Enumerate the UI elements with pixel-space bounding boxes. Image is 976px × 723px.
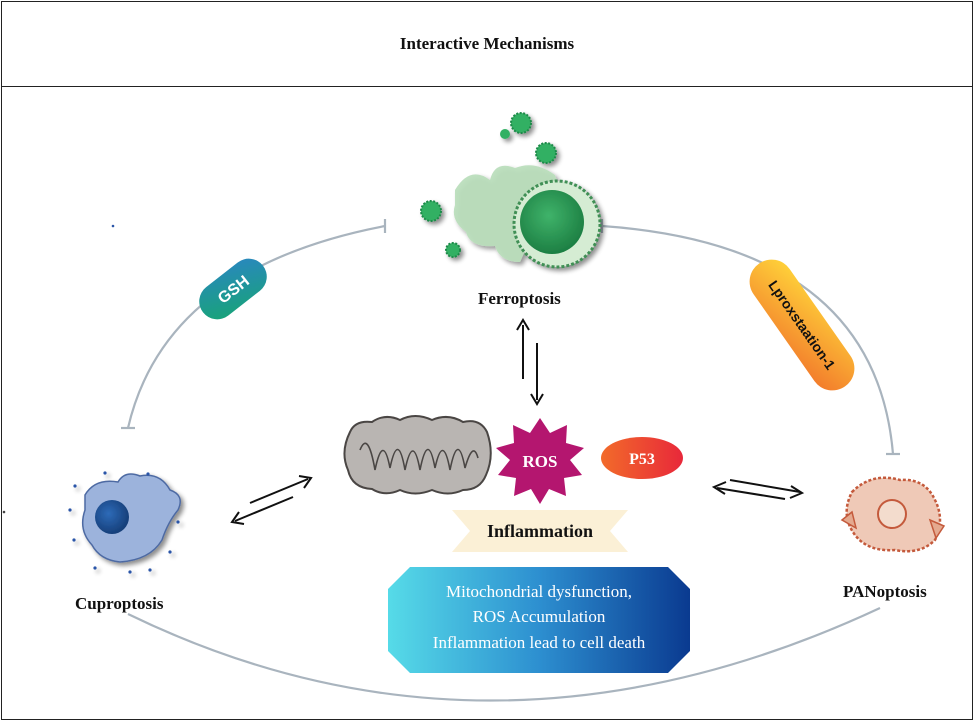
cuproptosis-label: Cuproptosis [75, 594, 164, 613]
arrow-panoptosis-to-p53 [716, 487, 786, 500]
decorative-dot [2, 510, 6, 514]
p53-badge: P53 [601, 437, 683, 479]
ros-label: ROS [523, 452, 558, 471]
summary-box: Mitochondrial dysfunction, ROS Accumulat… [388, 567, 690, 673]
summary-line-3: Inflammation lead to cell death [433, 633, 646, 652]
summary-line-2: ROS Accumulation [473, 607, 606, 626]
cuproptosis-cell-icon [68, 471, 181, 574]
arc-cuproptosis-panoptosis [127, 607, 881, 702]
summary-line-1: Mitochondrial dysfunction, [446, 582, 632, 601]
arrow-p53-to-panoptosis [729, 479, 801, 493]
inflammation-label: Inflammation [487, 521, 593, 541]
p53-label: P53 [629, 451, 655, 468]
panoptosis-label: PANoptosis [843, 582, 927, 601]
mitochondrion-icon [343, 415, 492, 495]
arc-ferroptosis-panoptosis [601, 224, 895, 455]
title-bar: Interactive Mechanisms [1, 1, 973, 87]
figure-title: Interactive Mechanisms [399, 33, 575, 53]
decorative-dot [111, 224, 115, 228]
gsh-pill: GSH [199, 258, 267, 320]
arrow-cuproptosis-to-mito [249, 478, 309, 504]
ferroptosis-label: Ferroptosis [478, 289, 561, 308]
arrow-mito-to-cuproptosis [234, 496, 294, 522]
panoptosis-cell-icon [840, 476, 946, 553]
inflammation-ribbon: Inflammation [452, 510, 628, 552]
ferroptosis-cell-icon [420, 112, 602, 269]
ros-badge: ROS [496, 418, 584, 504]
arc-cuproptosis-ferroptosis [126, 224, 386, 429]
